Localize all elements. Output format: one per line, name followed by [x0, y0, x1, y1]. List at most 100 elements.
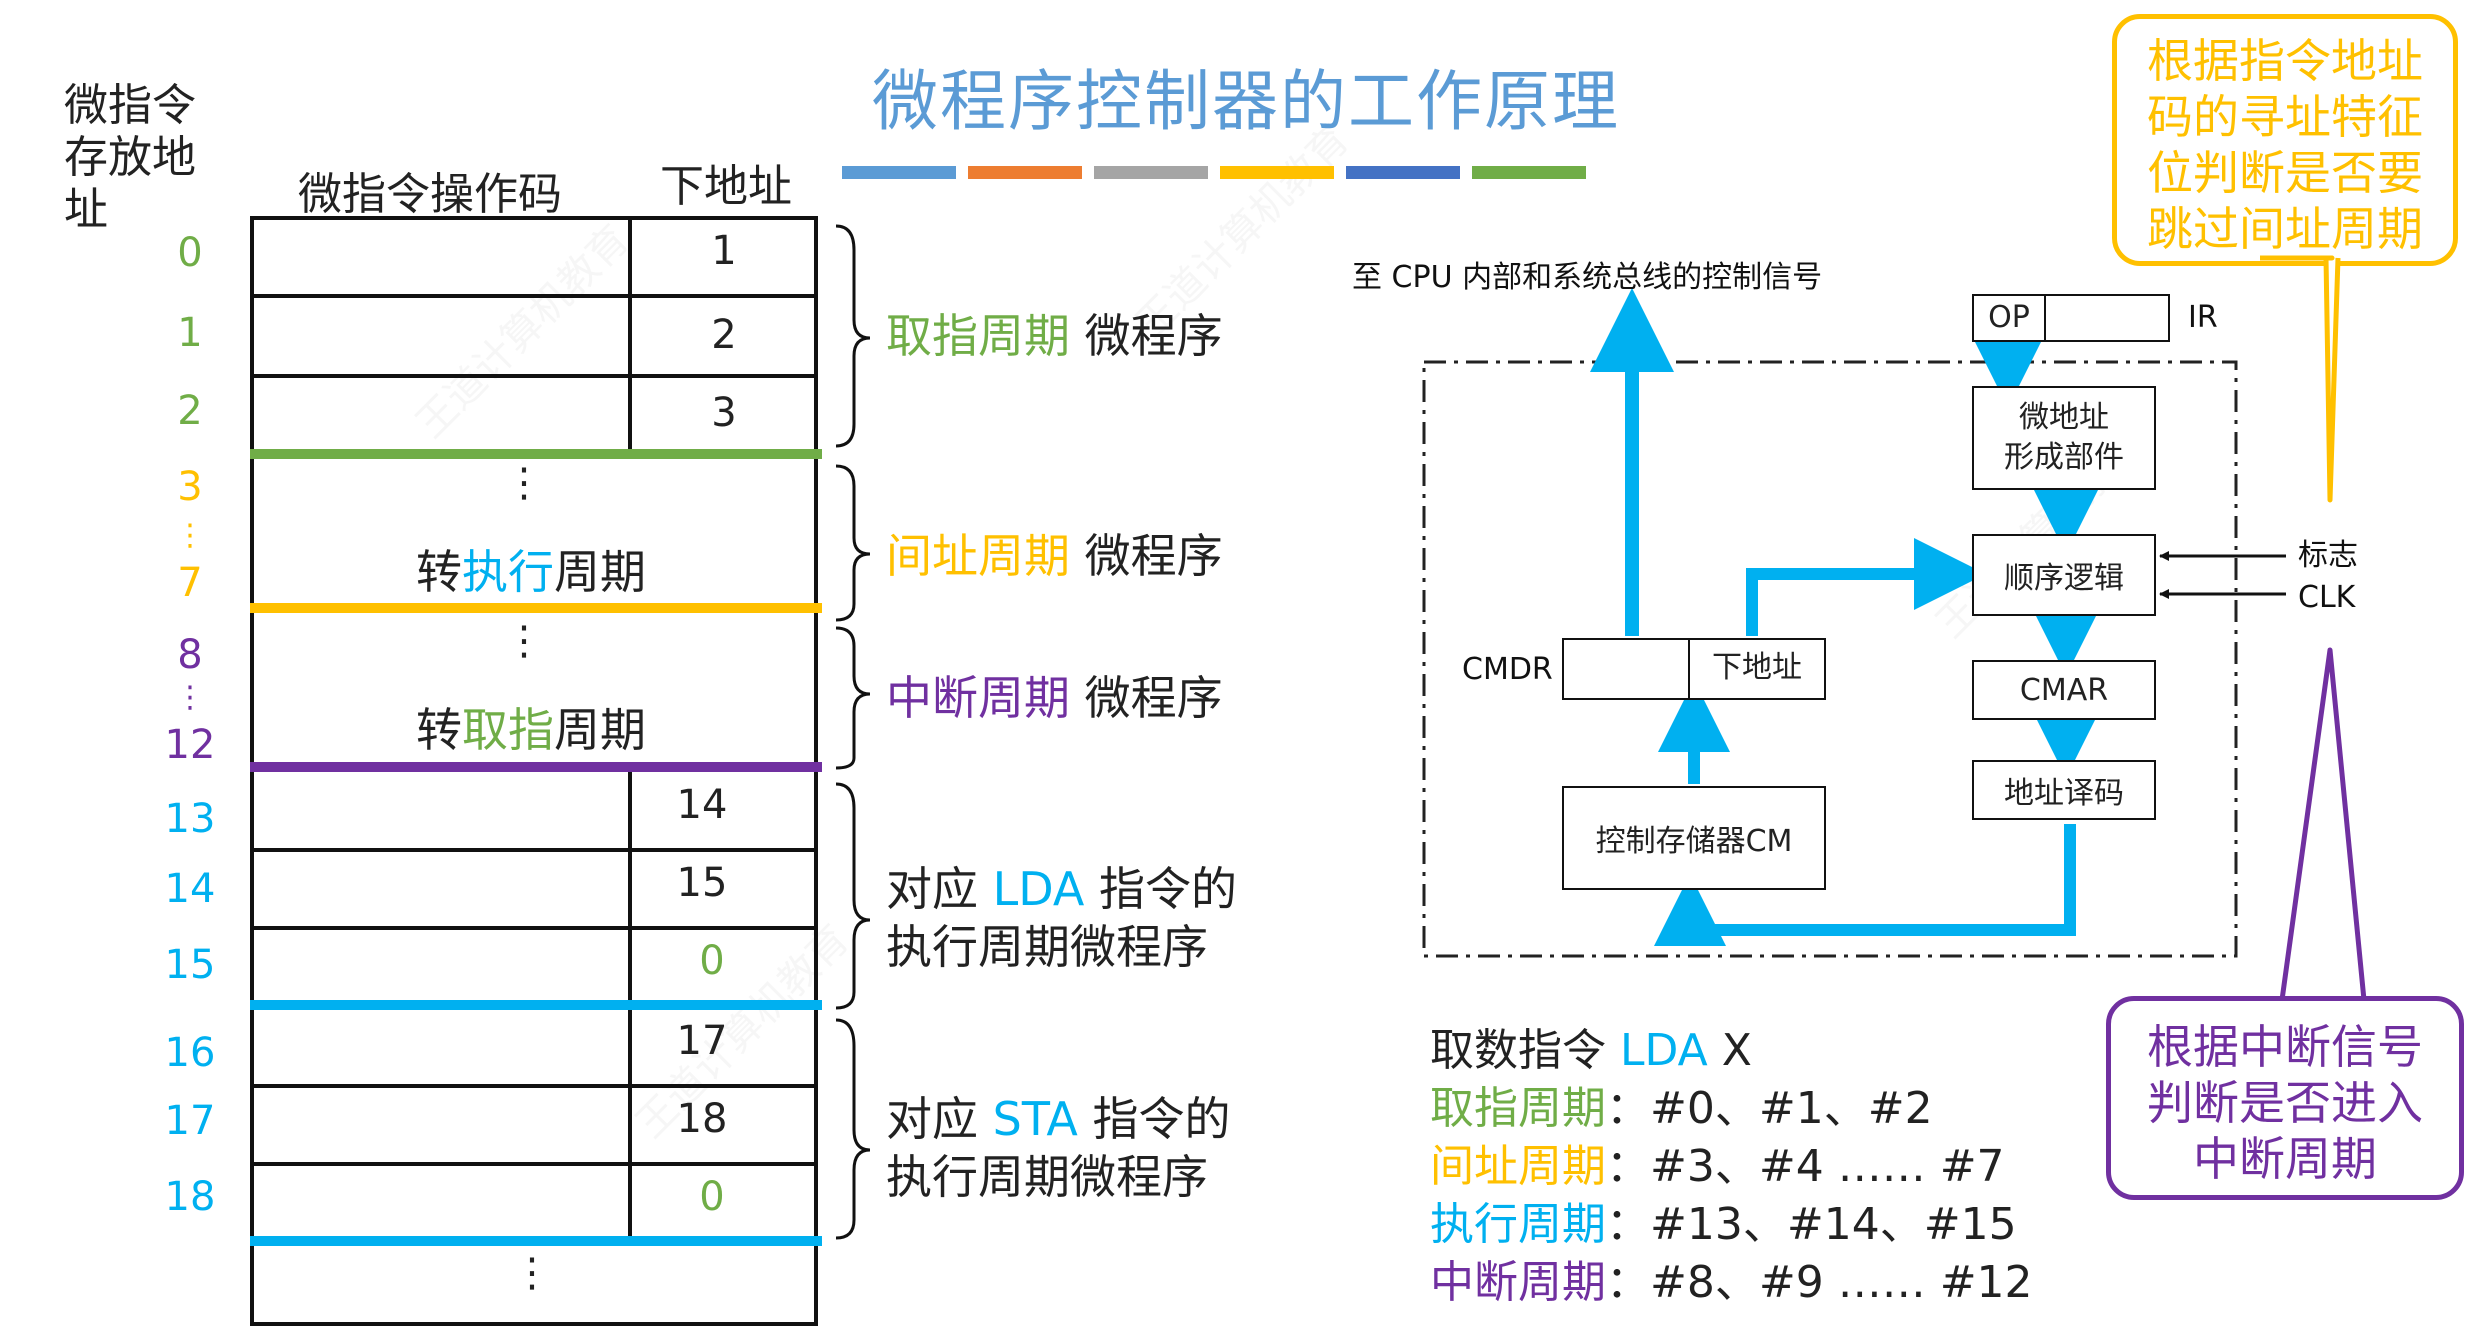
goto-text: 转	[416, 703, 462, 757]
opcode-header: 微指令操作码	[298, 169, 562, 220]
sta-line2: 执行周期微程序	[886, 1150, 1208, 1204]
cmar-box: CMAR	[1972, 660, 2156, 720]
next-addr-cell: 14	[676, 782, 728, 828]
label-text: 对应	[886, 1092, 993, 1146]
goto-text: 周期	[554, 703, 646, 757]
next-addr-cell: 0	[699, 938, 725, 984]
callout-line: 根据中断信号	[2147, 1020, 2423, 1074]
indirect-brace-label: 间址周期 微程序	[886, 520, 1223, 586]
callout-line: 码的寻址特征	[2147, 90, 2423, 144]
ellipsis-dots: ⋮	[512, 1250, 552, 1296]
micro-address: 18	[164, 1174, 216, 1220]
example-values: ：#8、#9 …… #12	[1606, 1257, 2033, 1308]
ellipsis-dots: ⋮	[504, 460, 544, 506]
row-line	[250, 294, 818, 298]
braces	[835, 224, 871, 1240]
label-text: 对应	[886, 862, 993, 916]
microprogram-text: 微程序	[1070, 529, 1223, 583]
lda-brace-label: 对应 LDA 指令的 执行周期微程序	[886, 860, 1237, 976]
exec-cycle-text: 执行周期	[1430, 1199, 1606, 1250]
lda-example: 取数指令 LDA X 取指周期：#0、#1、#2 间址周期：#3、#4 …… #…	[1430, 1022, 2033, 1312]
micro-address: 3	[177, 464, 203, 510]
micro-address: 12	[164, 722, 216, 768]
clk-label: CLK	[2298, 580, 2356, 615]
row-line	[250, 848, 818, 852]
label-text: 指令的	[1077, 1092, 1231, 1146]
example-line1: 取数指令 LDA X	[1430, 1022, 2033, 1080]
cmdr-label: CMDR	[1462, 652, 1553, 687]
next-addr-cell: 15	[676, 860, 728, 906]
example-text: X	[1707, 1025, 1752, 1076]
micro-address: 0	[177, 230, 203, 276]
callout-line: 根据指令地址	[2147, 34, 2423, 88]
sta-separator	[250, 1236, 822, 1246]
color-bar-4	[1220, 166, 1334, 179]
micro-address: 14	[164, 866, 216, 912]
micro-address: ⋮	[175, 518, 205, 553]
lda-separator	[250, 1000, 822, 1010]
example-fetch: 取指周期：#0、#1、#2	[1430, 1080, 2033, 1138]
callout-line: 中断周期	[2193, 1132, 2377, 1186]
example-interrupt: 中断周期：#8、#9 …… #12	[1430, 1254, 2033, 1312]
color-bar-6	[1472, 166, 1586, 179]
cmdr-next-addr-field: 下地址	[1688, 640, 1824, 698]
example-exec: 执行周期：#13、#14、#15	[1430, 1196, 2033, 1254]
interrupt-brace-label: 中断周期 微程序	[886, 662, 1223, 728]
micro-address: 7	[177, 560, 203, 606]
row-line	[250, 1162, 818, 1166]
fetch-brace-label: 取指周期 微程序	[886, 300, 1223, 366]
color-bar-1	[842, 166, 956, 179]
row-line	[250, 926, 818, 930]
sta-brace-label: 对应 STA 指令的 执行周期微程序	[886, 1090, 1230, 1206]
interrupt-separator	[250, 762, 822, 772]
next-addr-cell: 3	[711, 390, 737, 436]
micro-address: 8	[177, 632, 203, 678]
micro-address: 17	[164, 1098, 216, 1144]
micro-addr-gen-box: 微地址 形成部件	[1972, 386, 2156, 490]
control-memory-box: 控制存储器CM	[1562, 786, 1826, 890]
callout-pointers	[2260, 255, 2367, 1003]
example-text: 取数指令	[1430, 1025, 1620, 1076]
micro-address: 13	[164, 796, 216, 842]
indirect-cycle-text: 间址周期	[886, 529, 1070, 583]
indirect-separator	[250, 603, 822, 613]
next-addr-cell: 18	[676, 1096, 728, 1142]
example-indirect: 间址周期：#3、#4 …… #7	[1430, 1138, 2033, 1196]
addr-header-line3: 址	[64, 184, 108, 235]
addr-header-line1: 微指令	[64, 80, 196, 131]
micro-address: 1	[177, 310, 203, 356]
goto-text: 周期	[554, 545, 646, 599]
fetch-separator	[250, 449, 822, 459]
callout-line: 判断是否进入	[2147, 1076, 2423, 1130]
addr-column-header: 微指令 存放地 址	[64, 80, 196, 236]
next-addr-cell: 0	[699, 1174, 725, 1220]
addr-decode-box: 地址译码	[1972, 760, 2156, 820]
microprogram-text: 微程序	[1070, 671, 1223, 725]
color-bar-3	[1094, 166, 1208, 179]
interrupt-decision-callout: 根据中断信号 判断是否进入 中断周期	[2106, 996, 2464, 1200]
interrupt-cycle-text: 中断周期	[886, 671, 1070, 725]
label-text: 指令的	[1084, 862, 1237, 916]
sta-keyword: STA	[992, 1092, 1078, 1146]
next-addr-cell: 17	[676, 1018, 728, 1064]
callout-line: 跳过间址周期	[2147, 202, 2423, 256]
box-text: 形成部件	[2004, 440, 2124, 475]
ellipsis-dots: ⋮	[504, 618, 544, 664]
microprogram-text: 微程序	[1070, 309, 1223, 363]
row-line	[250, 374, 818, 378]
next-addr-cell: 1	[711, 228, 737, 274]
color-bar-2	[968, 166, 1082, 179]
interrupt-cycle-text: 中断周期	[1430, 1257, 1606, 1308]
goto-text: 转	[416, 545, 462, 599]
callout-line: 位判断是否要	[2147, 146, 2423, 200]
lda-keyword: LDA	[992, 862, 1085, 916]
goto-highlight: 执行	[462, 545, 554, 599]
next-addr-header: 下地址	[660, 161, 792, 212]
micro-address: 16	[164, 1030, 216, 1076]
ir-register: OP	[1972, 294, 2170, 342]
lda-line1: 对应 LDA 指令的	[886, 860, 1237, 918]
sta-line1: 对应 STA 指令的	[886, 1090, 1230, 1148]
addr-header-line2: 存放地	[64, 132, 196, 183]
goto-highlight: 取指	[462, 703, 554, 757]
